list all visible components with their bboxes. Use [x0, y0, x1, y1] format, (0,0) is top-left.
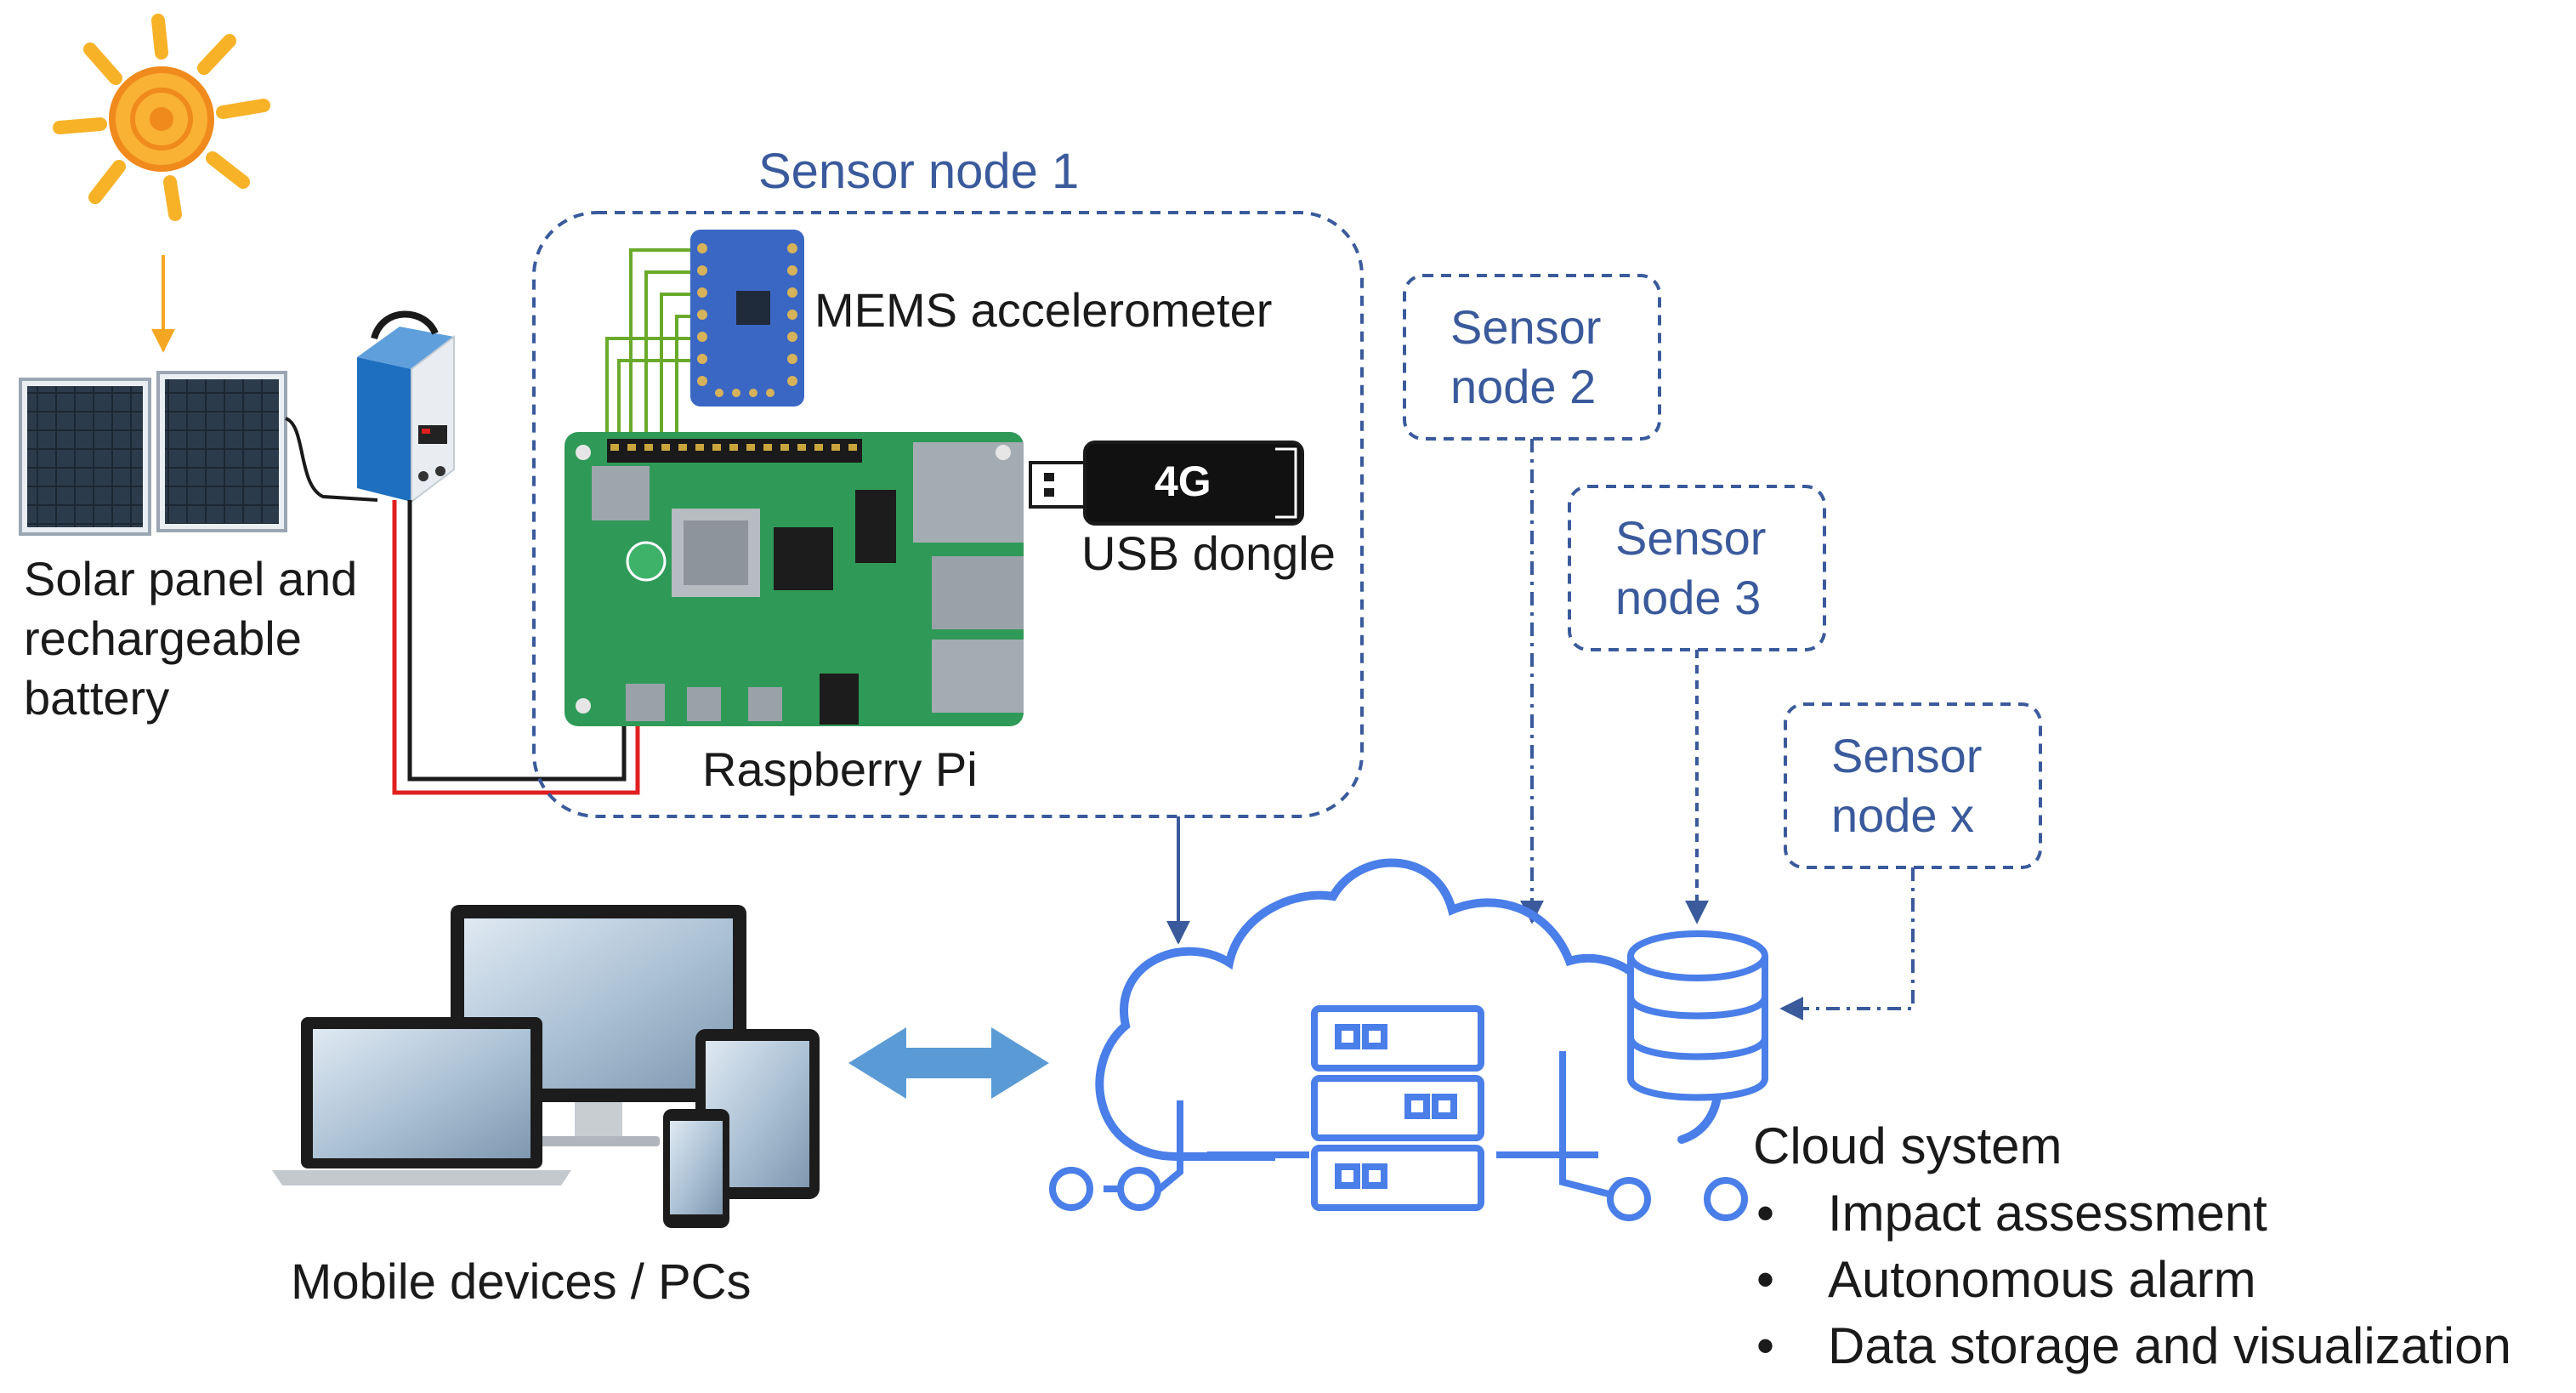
power-wire-red	[392, 500, 640, 795]
sensor-node-x-box	[1784, 702, 2042, 869]
accelerometer-wires	[605, 248, 697, 439]
bidirectional-arrow-icon	[848, 1027, 1049, 1099]
sensor-node-1-title: Sensor node 1	[758, 144, 1080, 199]
sensor-node-2-label-line1: Sensor	[1450, 300, 1602, 354]
power-wire-black	[407, 500, 627, 782]
sensor-node-2-box	[1403, 274, 1661, 441]
sensor-node-x-label-line2: node x	[1831, 788, 1975, 842]
dongle-4g-badge: 4G	[1155, 458, 1211, 505]
solar-label-line1: Solar panel and	[24, 552, 358, 606]
sensor-node-3-label-line2: node 3	[1615, 571, 1762, 624]
sensor-node-3-label-line1: Sensor	[1615, 511, 1767, 565]
sun-icon	[53, 14, 270, 221]
server-stack-icon	[1311, 1005, 1484, 1211]
battery-icon	[357, 310, 455, 504]
cloud-system-label: Cloud system	[1753, 1117, 2063, 1174]
cloud-outline	[1095, 858, 1659, 1161]
mems-accelerometer-icon	[690, 230, 804, 407]
sensor-node-3-box	[1568, 485, 1826, 651]
sensor-node-x-label-line1: Sensor	[1831, 729, 1983, 782]
sensor-node-2-label-line2: node 2	[1450, 360, 1597, 413]
solar-label-line3: battery	[24, 671, 170, 725]
cloud-function-item: Data storage and visualization	[1753, 1313, 2511, 1379]
solar-label-line2: rechargeable	[24, 611, 302, 665]
sensor-node-1-box	[532, 211, 1364, 818]
devices-icon	[272, 905, 820, 1228]
cloud-network-connectors	[1049, 1051, 1748, 1221]
solar-panel-icon	[19, 371, 287, 536]
nodex-to-cloud-arrow	[1779, 867, 1915, 1021]
raspberry-pi-icon	[565, 432, 1024, 726]
database-icon	[1627, 930, 1768, 1101]
raspberry-pi-label: Raspberry Pi	[702, 742, 978, 796]
mems-accelerometer-label: MEMS accelerometer	[814, 283, 1273, 337]
usb-dongle-label: USB dongle	[1081, 526, 1336, 580]
cloud-function-list: Impact assessment Autonomous alarm Data …	[1753, 1180, 2511, 1379]
usb-dongle-icon	[1029, 441, 1304, 526]
cloud-function-item: Autonomous alarm	[1753, 1247, 2511, 1313]
cloud-function-item: Impact assessment	[1753, 1180, 2511, 1247]
mobile-devices-label: Mobile devices / PCs	[291, 1254, 752, 1310]
